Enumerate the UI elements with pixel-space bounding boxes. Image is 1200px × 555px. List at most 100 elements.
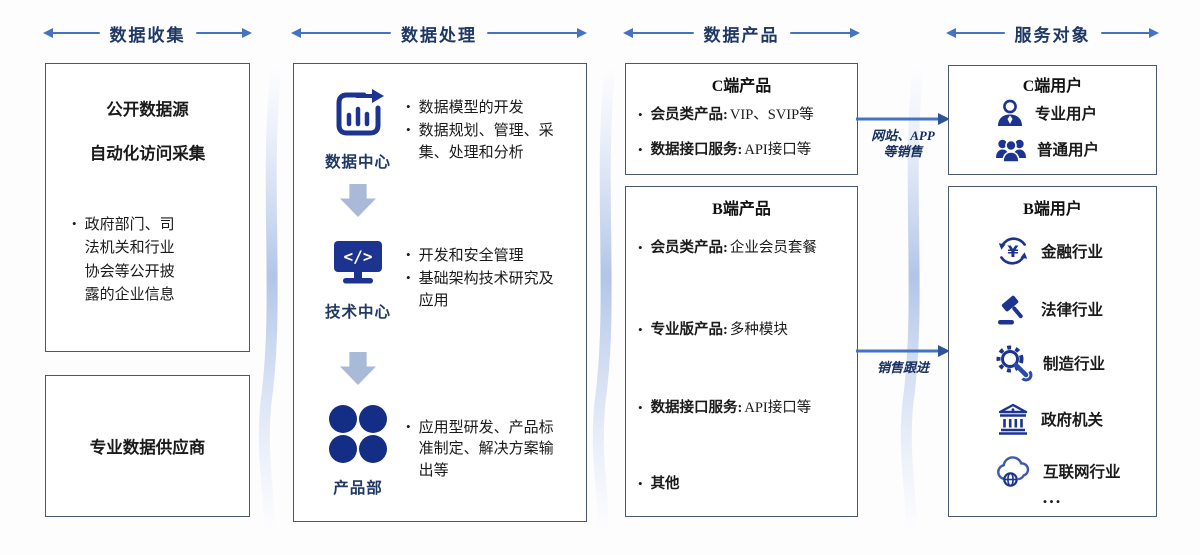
list-item-text: 开发和安全管理: [418, 248, 524, 264]
ordinary-users-icon: [995, 135, 1027, 163]
list-item: • 开发和安全管理: [406, 246, 578, 267]
item-value: API接口等: [744, 400, 812, 416]
c-side-products-box: C端产品 • 会员类产品: VIP、SVIP等 • 数据接口服务: API接口等: [625, 63, 858, 175]
down-arrow-icon: [340, 184, 376, 217]
list-item: • 基础架构技术研究及应用: [406, 269, 578, 312]
header-label: 数据收集: [109, 25, 186, 45]
more-indicator: ...: [1042, 487, 1063, 507]
user-label: 专业用户: [1035, 106, 1098, 123]
user-label: 金融行业: [1041, 244, 1104, 261]
right-arrow-icon: [856, 345, 950, 357]
item-label: 会员类产品:: [650, 107, 728, 123]
list-item-text: 数据规划、管理、采集、处理和分析: [418, 123, 554, 161]
header-label: 数据处理: [401, 25, 477, 45]
list-item: • 数据接口服务: API接口等: [638, 399, 848, 419]
left-arrow-icon: [946, 26, 1005, 39]
user-label: 普通用户: [1037, 142, 1100, 159]
government-building-icon: [995, 401, 1031, 437]
flow-label-line2: 等销售: [883, 144, 923, 160]
user-row: 互联网行业: [949, 451, 1156, 491]
list-item: • 应用型研发、产品标准制定、解决方案输出等: [406, 418, 578, 482]
user-row: 政府机关: [949, 399, 1156, 439]
header-data-collection: 数据收集: [43, 20, 252, 46]
box-title: C端用户: [1022, 78, 1083, 95]
professional-data-supplier-box: 专业数据供应商: [45, 375, 250, 517]
list-item-text: 基础架构技术研究及应用: [418, 271, 554, 309]
divider-swoosh: [258, 62, 282, 534]
user-label: 互联网行业: [1043, 464, 1121, 481]
bullet-icon: •: [406, 247, 411, 262]
flow-label-line1: 销售跟进: [876, 360, 929, 375]
dept-bullets: • 应用型研发、产品标准制定、解决方案输出等: [406, 418, 578, 482]
right-arrow-icon: [789, 26, 860, 39]
list-item-text: 政府部门、司法机关和行业协会等公开披露的企业信息: [84, 217, 175, 303]
flow-label-line1: 网站、APP: [871, 128, 935, 143]
divider-swoosh: [592, 62, 616, 534]
user-label: 法律行业: [1041, 302, 1104, 319]
right-arrow-icon: [1100, 26, 1159, 39]
item-label: 数据接口服务:: [650, 400, 743, 416]
right-arrow-icon: [487, 26, 587, 39]
manufacturing-gear-icon: [995, 344, 1033, 382]
left-arrow-icon: [291, 26, 391, 39]
bullet-icon: •: [638, 107, 643, 122]
user-row: 法律行业: [949, 289, 1156, 329]
b-side-products-box: B端产品 • 会员类产品: 企业会员套餐 • 专业版产品: 多种模块 • 数据接…: [625, 186, 858, 517]
box-title: 专业数据供应商: [89, 438, 206, 457]
header-service-targets: 服务对象: [946, 20, 1159, 46]
header-data-processing: 数据处理: [291, 20, 587, 46]
bullet-icon: •: [638, 322, 643, 337]
internet-cloud-icon: [995, 454, 1033, 488]
user-row: ¥ 金融行业: [949, 231, 1156, 271]
item-label: 专业版产品:: [650, 322, 728, 338]
processing-box: 数据中心 • 数据模型的开发 • 数据规划、管理、采集、处理和分析 </> 技术…: [293, 63, 587, 522]
item-value: 企业会员套餐: [729, 240, 817, 256]
product-dept-icon: [329, 405, 387, 463]
box-title: C端产品: [711, 78, 772, 95]
dept-bullets: • 开发和安全管理 • 基础架构技术研究及应用: [406, 246, 578, 312]
bullet-icon: •: [72, 216, 77, 231]
dept-bullets: • 数据模型的开发 • 数据规划、管理、采集、处理和分析: [406, 98, 574, 164]
box-title: B端产品: [712, 201, 771, 218]
item-value: VIP、SVIP等: [729, 107, 814, 123]
flow-c-sales: 网站、APP 等销售: [856, 112, 950, 161]
header-data-products: 数据产品: [623, 20, 860, 46]
bullet-icon: •: [406, 122, 411, 138]
list-item: • 数据接口服务: API接口等: [638, 141, 848, 161]
yen-glyph: ¥: [1007, 242, 1018, 261]
b-side-users-box: B端用户 ¥ 金融行业: [948, 186, 1157, 517]
legal-gavel-icon: [995, 291, 1031, 327]
bullet-icon: •: [638, 476, 643, 491]
left-arrow-icon: [43, 26, 100, 39]
user-row: 普通用户: [949, 132, 1156, 166]
right-arrow-icon: [856, 113, 950, 125]
list-item: • 数据规划、管理、采集、处理和分析: [406, 121, 574, 164]
list-item: • 其他: [638, 475, 848, 495]
item-value: API接口等: [744, 142, 812, 158]
user-row: 制造行业: [949, 343, 1156, 383]
item-value: 多种模块: [729, 322, 788, 338]
professional-user-icon: [995, 98, 1025, 128]
dept-label: 技术中心: [324, 304, 391, 321]
dept-label: 数据中心: [324, 154, 391, 171]
code-glyph: </>: [344, 247, 373, 266]
bullet-icon: •: [638, 400, 643, 415]
bullet-icon: •: [638, 142, 643, 157]
user-label: 制造行业: [1043, 356, 1106, 373]
list-item-text: 数据模型的开发: [418, 100, 524, 116]
bullet-icon: •: [406, 419, 411, 434]
flow-label: 网站、APP 等销售: [856, 128, 950, 161]
flow-label: 销售跟进: [856, 360, 950, 376]
tech-center-icon: </>: [334, 241, 382, 284]
item-label: 会员类产品:: [650, 240, 728, 256]
list-item: • 会员类产品: 企业会员套餐: [638, 239, 848, 259]
header-label: 服务对象: [1014, 25, 1091, 45]
bullet-icon: •: [638, 240, 643, 255]
user-label: 政府机关: [1041, 412, 1104, 429]
data-center-icon: [336, 89, 384, 136]
user-row: 专业用户: [949, 96, 1156, 130]
down-arrow-icon: [340, 352, 376, 385]
box-title: B端用户: [1023, 201, 1082, 218]
list-item: • 数据模型的开发: [406, 98, 574, 119]
